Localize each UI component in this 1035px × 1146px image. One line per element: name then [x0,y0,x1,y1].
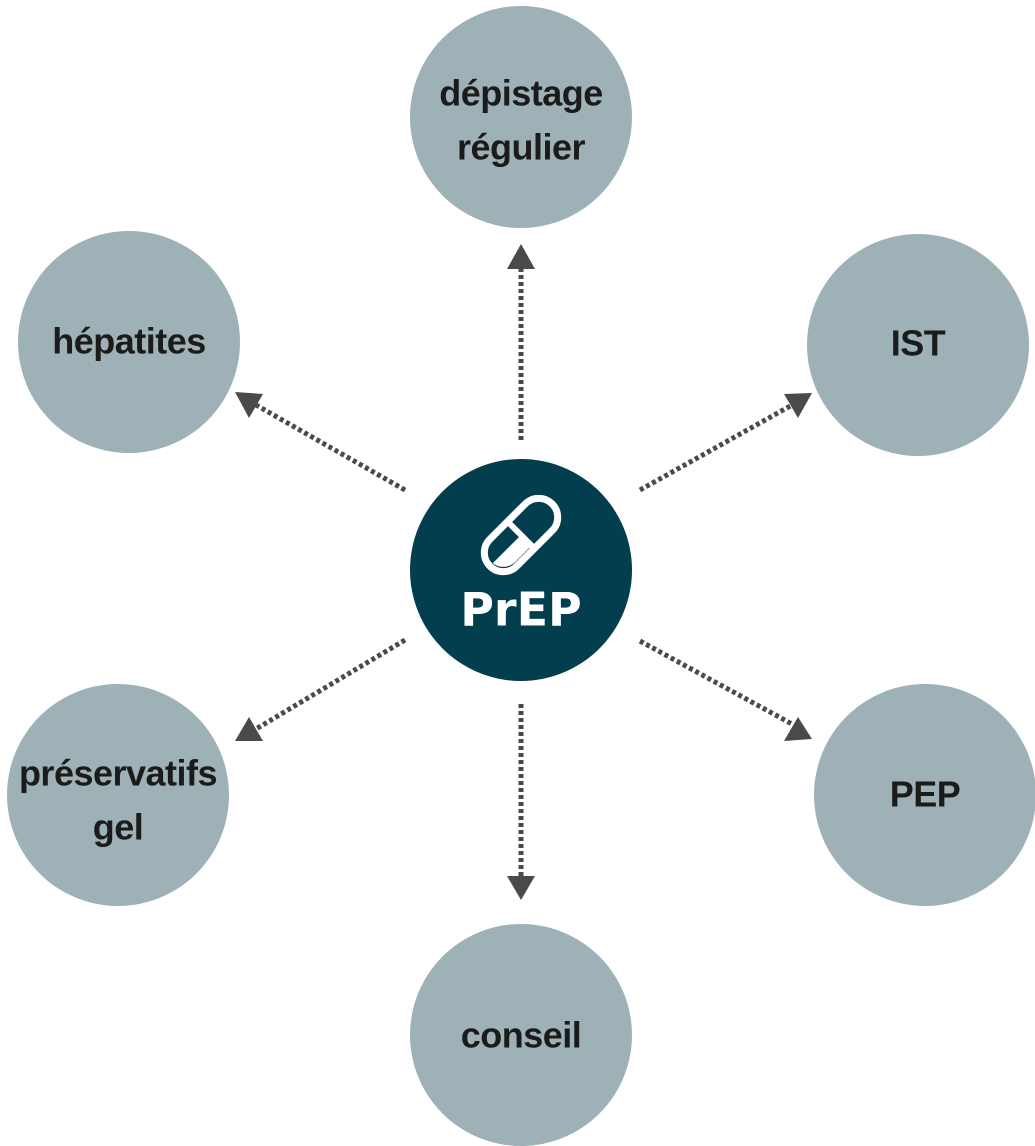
connector-hepatites [235,392,407,493]
node-preservatifs: préservatifs gel [7,684,229,906]
node-label-line-1: préservatifs [19,753,217,794]
node-label: conseil [461,1015,582,1056]
connectors [235,244,812,900]
connector-ist [638,393,812,493]
node-label: IST [891,323,946,364]
node-conseil: conseil [410,924,632,1146]
center-node: PrEP [410,459,632,681]
connector-conseil [507,704,535,900]
connector-pep [638,638,812,741]
connector-depistage [507,244,535,440]
node-label-line-2: régulier [457,127,586,168]
node-label-line-1: dépistage [439,73,603,114]
node-circle [18,231,240,453]
node-label-line-2: gel [93,807,144,848]
node-circle [7,684,229,906]
center-label: PrEP [460,583,582,637]
node-ist: IST [807,234,1029,456]
center-circle [410,459,632,681]
pill-capsule-icon [480,494,562,576]
connector-preservatifs [235,637,407,741]
node-circle [814,684,1035,906]
node-depistage: dépistage régulier [410,6,632,228]
node-pep: PEP [814,684,1035,906]
node-label: PEP [890,774,961,815]
node-circle [410,6,632,228]
node-circle [807,234,1029,456]
node-label: hépatites [52,321,206,362]
node-circle [410,924,632,1146]
node-hepatites: hépatites [18,231,240,453]
